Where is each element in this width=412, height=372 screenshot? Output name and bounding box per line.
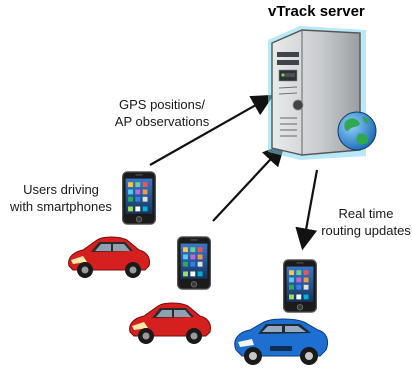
server-title: vTrack server xyxy=(268,3,365,20)
smartphone-icon xyxy=(283,259,317,313)
downlink-arrow xyxy=(295,169,319,251)
smartphone-icon xyxy=(122,171,156,225)
smartphone-icon xyxy=(177,236,211,290)
users-label-line1: Users driving xyxy=(23,182,99,197)
downlink-label-line2: routing updates xyxy=(321,223,411,238)
globe-icon xyxy=(337,111,377,151)
users-label: Users driving with smartphones xyxy=(4,181,118,215)
downlink-label: Real time routing updates xyxy=(320,205,412,239)
red-car-icon xyxy=(68,236,151,279)
downlink-label-line1: Real time xyxy=(338,206,394,221)
uplink-label-line2: AP observations xyxy=(114,114,210,129)
users-label-line2: with smartphones xyxy=(10,199,112,214)
uplink-label-line1: GPS positions/ xyxy=(119,97,205,112)
uplink-arrow-phone1 xyxy=(149,94,274,166)
uplink-label: GPS positions/ AP observations xyxy=(108,96,216,130)
blue-car-icon xyxy=(234,318,329,365)
uplink-arrow-phone2 xyxy=(212,143,286,222)
red-car-icon xyxy=(129,302,212,345)
